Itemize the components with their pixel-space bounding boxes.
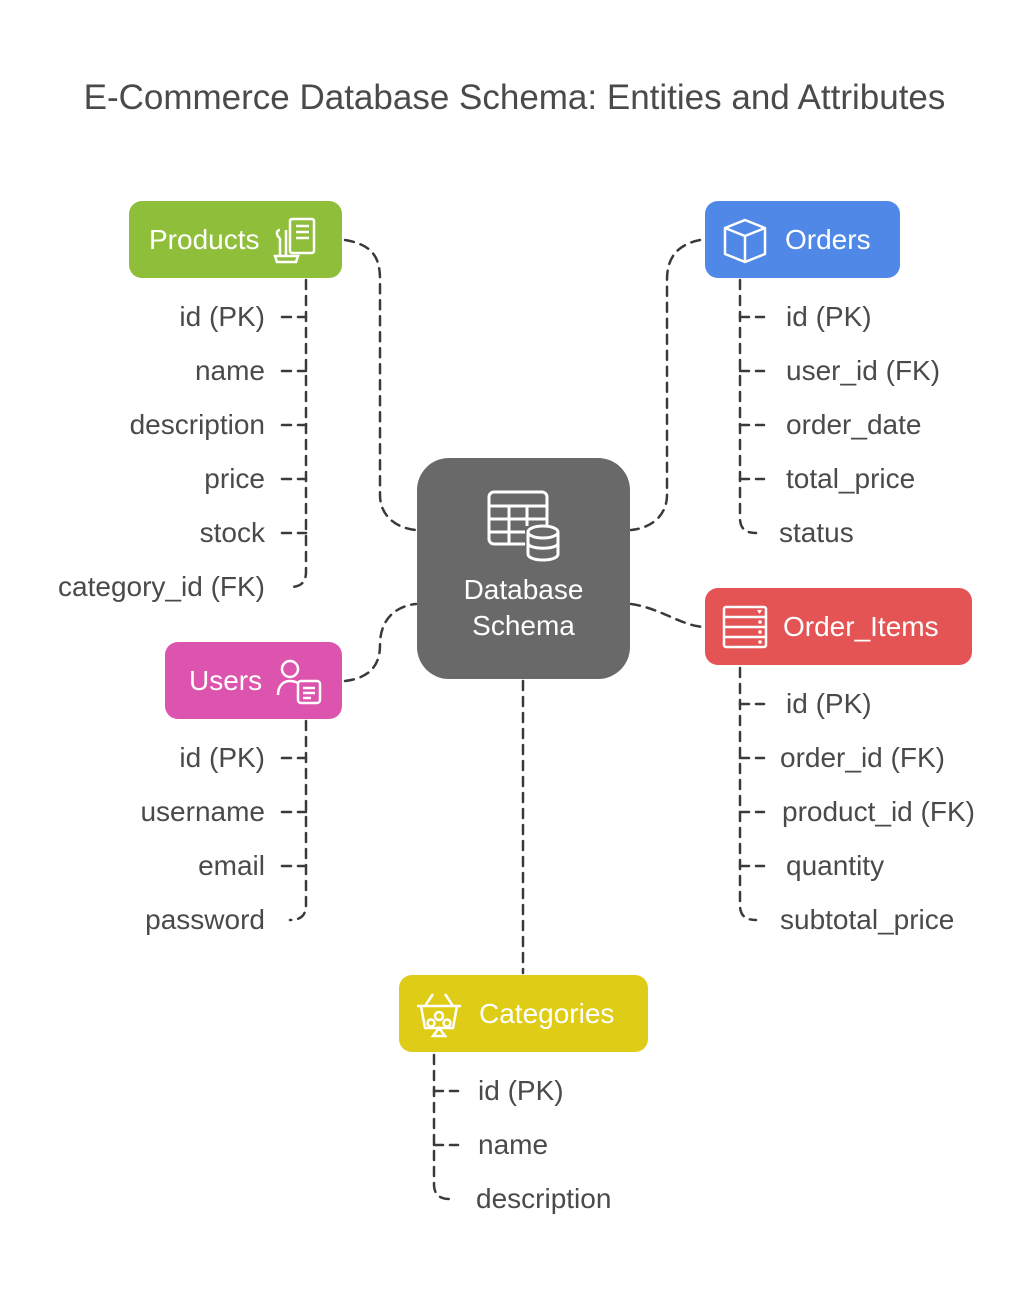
products-entity[interactable]: Products (129, 201, 342, 278)
products-attr-name: name (194, 355, 265, 386)
order-items-attr-subtotal-price: subtotal_price (780, 904, 955, 935)
products-attr-description: description (129, 409, 265, 440)
center-label-line1: Database (463, 574, 584, 605)
database-schema-node[interactable]: Database Schema (417, 458, 630, 679)
orders-attr-user-id: user_id (FK) (786, 355, 941, 386)
users-attr-username: username (140, 796, 265, 827)
order-items-attr-order-id: order_id (FK) (780, 742, 945, 773)
categories-attr-name: name (478, 1129, 549, 1160)
connector-products (343, 238, 418, 532)
products-attr-stock: stock (199, 517, 265, 548)
products-attr-category-id: category_id (FK) (58, 571, 265, 602)
orders-label: Orders (785, 223, 871, 255)
products-label: Products (149, 223, 260, 255)
order-items-label: Order_Items (783, 610, 939, 642)
orders-attr-id: id (PK) (786, 301, 872, 332)
orders-attr-total-price: total_price (786, 463, 916, 494)
diagram-title: E-Commerce Database Schema: Entities and… (83, 78, 946, 117)
order-items-entity[interactable]: Order_Items (705, 588, 972, 665)
products-attr-price: price (204, 463, 265, 494)
categories-attr-id: id (PK) (478, 1075, 564, 1106)
order-items-attr-id: id (PK) (786, 688, 872, 719)
order-items-attr-product-id: product_id (FK) (782, 796, 975, 827)
categories-entity[interactable]: Categories (399, 975, 648, 1052)
center-label-line2: Schema (472, 610, 575, 641)
database-table-icon (487, 490, 561, 562)
users-label: Users (189, 664, 263, 696)
categories-attr-description: description (476, 1183, 612, 1214)
users-entity[interactable]: Users (165, 642, 342, 719)
users-attr-email: email (198, 850, 265, 881)
user-profile-icon (276, 659, 322, 704)
box-icon (723, 218, 767, 263)
users-attr-id: id (PK) (179, 742, 265, 773)
orders-entity[interactable]: Orders (705, 201, 900, 278)
categories-label: Categories (479, 997, 615, 1029)
users-attr-password: password (145, 904, 265, 935)
product-catalog-icon (272, 217, 315, 263)
connector-orders (629, 238, 702, 532)
products-attr-id: id (PK) (179, 301, 265, 332)
orders-attr-order-date: order_date (786, 409, 922, 440)
connector-users (343, 602, 418, 683)
order-items-attr-quantity: quantity (786, 850, 885, 881)
orders-attr-status: status (779, 517, 854, 548)
connector-order-items (629, 602, 705, 629)
server-rack-icon (722, 605, 768, 648)
basket-icon (417, 992, 461, 1037)
